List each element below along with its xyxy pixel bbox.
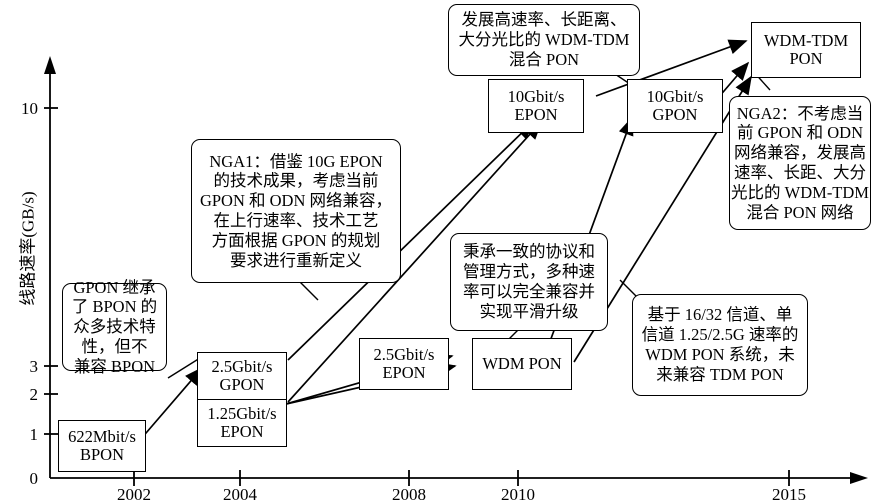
y-tick-label-0: 0 [29, 469, 39, 488]
node-epon-1-25g-line-2: EPON [220, 422, 264, 441]
callout-top-wdmtdm[interactable]: 发展高速率、长距离、 大分光比的 WDM-TDM 混合 PON [448, 4, 640, 76]
callout-nga1-line-2: 的技术成果，考虑当前 [213, 171, 379, 191]
callout-top-wdmtdm-line-3: 混合 PON [508, 49, 580, 69]
y-tick-label-1: 1 [29, 425, 39, 444]
callout-nga2[interactable]: NGA2：不考虑当 前 GPON 和 ODN 网络兼容，发展高 速率、长距、大分… [729, 96, 871, 230]
node-wdm-tdm-pon-line-1: WDM-TDM [763, 30, 849, 50]
node-gpon-10g-line-1: 10Gbit/s [646, 86, 704, 106]
callout-nga2-line-2: 前 GPON 和 ODN [736, 123, 864, 143]
callout-gpon-inherit-line-2: 了 BPON 的 [71, 297, 158, 317]
callout-wdm-channels-line-3: WDM PON 系统，未 [645, 345, 795, 364]
y-tick-label-10: 10 [21, 99, 38, 118]
y-tick-label-3: 3 [29, 357, 39, 376]
callout-nga1-line-5: 方面根据 GPON 的规划 [211, 230, 381, 250]
y-axis-label: 线路速率(GB/s) [18, 191, 38, 306]
x-tick-label-2004: 2004 [223, 485, 257, 504]
callout-nga1-line-1: NGA1：借鉴 10G EPON [209, 151, 383, 171]
node-epon-2-5g[interactable]: 2.5Gbit/s EPON [359, 338, 449, 390]
callout-protocol-line-2: 管理方式，多种速 [463, 262, 595, 282]
node-gpon-10g[interactable]: 10Gbit/s GPON [627, 79, 723, 133]
node-wdm-tdm-pon-line-2: PON [789, 49, 823, 68]
y-tick-label-2: 2 [29, 385, 39, 404]
callout-top-wdmtdm-line-1: 发展高速率、长距离、 [461, 10, 627, 30]
y-axis-arrow [44, 56, 56, 74]
callout-nga2-line-6: 混合 PON 网络 [746, 202, 854, 222]
callout-wdm-channels[interactable]: 基于 16/32 信道、单 信道 1.25/2.5G 速率的 WDM PON 系… [632, 294, 808, 396]
callout-wdm-channels-line-1: 基于 16/32 信道、单 [647, 305, 793, 325]
node-epon-10g[interactable]: 10Gbit/s EPON [488, 79, 584, 133]
callout-nga2-line-3: 网络兼容，发展高 [734, 143, 866, 163]
callout-nga1-line-3: GPON 和 ODN 网络兼容， [199, 191, 393, 211]
node-epon-1-25g[interactable]: 1.25Gbit/s EPON [197, 399, 287, 447]
callout-protocol-line-3: 率可以完全兼容并 [463, 282, 595, 301]
node-epon-1-25g-line-1: 1.25Gbit/s [207, 403, 277, 423]
node-epon-2-5g-line-1: 2.5Gbit/s [373, 344, 435, 364]
node-wdm-tdm-pon[interactable]: WDM-TDM PON [751, 22, 861, 78]
callout-gpon-inherit[interactable]: GPON 继承 了 BPON 的 众多技术特 性，但不 兼容 BPON [62, 278, 167, 376]
callout-gpon-inherit-line-5: 兼容 BPON [73, 356, 156, 376]
node-gpon-2-5g-line-1: 2.5Gbit/s [211, 356, 273, 376]
node-gpon-10g-line-2: GPON [652, 105, 698, 124]
callout-wdm-channels-line-2: 信道 1.25/2.5G 速率的 [641, 325, 799, 345]
node-bpon-line-2: BPON [79, 445, 124, 464]
x-tick-label-2010: 2010 [501, 485, 535, 504]
node-bpon-line-1: 622Mbit/s [68, 426, 136, 446]
node-bpon[interactable]: 622Mbit/s BPON [58, 420, 146, 472]
callout-protocol[interactable]: 秉承一致的协议和 管理方式，多种速 率可以完全兼容并 实现平滑升级 [450, 233, 608, 331]
callout-gpon-inherit-line-4: 性，但不 [81, 336, 148, 356]
callout-gpon-inherit-line-1: GPON 继承 [73, 277, 156, 297]
node-wdm-pon[interactable]: WDM PON [472, 338, 572, 390]
callout-nga1-line-6: 要求进行重新定义 [230, 250, 362, 270]
x-axis-arrow [850, 472, 868, 484]
callout-gpon-inherit-line-3: 众多技术特 [73, 317, 156, 337]
x-tick-label-2015: 2015 [772, 485, 806, 504]
node-epon-2-5g-line-2: EPON [382, 363, 426, 382]
node-gpon-2-5g[interactable]: 2.5Gbit/s GPON [197, 352, 287, 400]
x-tick-label-2002: 2002 [117, 485, 151, 504]
x-tick-label-2008: 2008 [392, 485, 426, 504]
callout-protocol-line-1: 秉承一致的协议和 [463, 242, 595, 262]
callout-nga1[interactable]: NGA1：借鉴 10G EPON 的技术成果，考虑当前 GPON 和 ODN 网… [191, 139, 401, 283]
callout-wdm-channels-line-4: 来兼容 TDM PON [656, 364, 784, 384]
arrow-bpon-to-gpon25 [139, 366, 204, 441]
node-epon-10g-line-2: EPON [514, 105, 558, 124]
node-wdm-pon-line-1: WDM PON [482, 353, 562, 373]
callout-nga2-line-4: 速率、长距、大分 [734, 163, 866, 182]
callout-top-wdmtdm-line-2: 大分光比的 WDM-TDM [458, 30, 630, 50]
leader-nga1 [299, 281, 319, 301]
callout-nga2-line-1: NGA2：不考虑当 [736, 103, 864, 123]
leader-gpon-inherit [167, 357, 201, 379]
callout-nga1-line-4: 在上行速率、技术工艺 [213, 211, 379, 230]
node-epon-10g-line-1: 10Gbit/s [507, 86, 565, 106]
callout-protocol-line-4: 实现平滑升级 [479, 301, 579, 321]
callout-nga2-line-5: 光比的 WDM-TDM [731, 182, 869, 202]
node-gpon-2-5g-line-2: GPON [219, 375, 265, 394]
